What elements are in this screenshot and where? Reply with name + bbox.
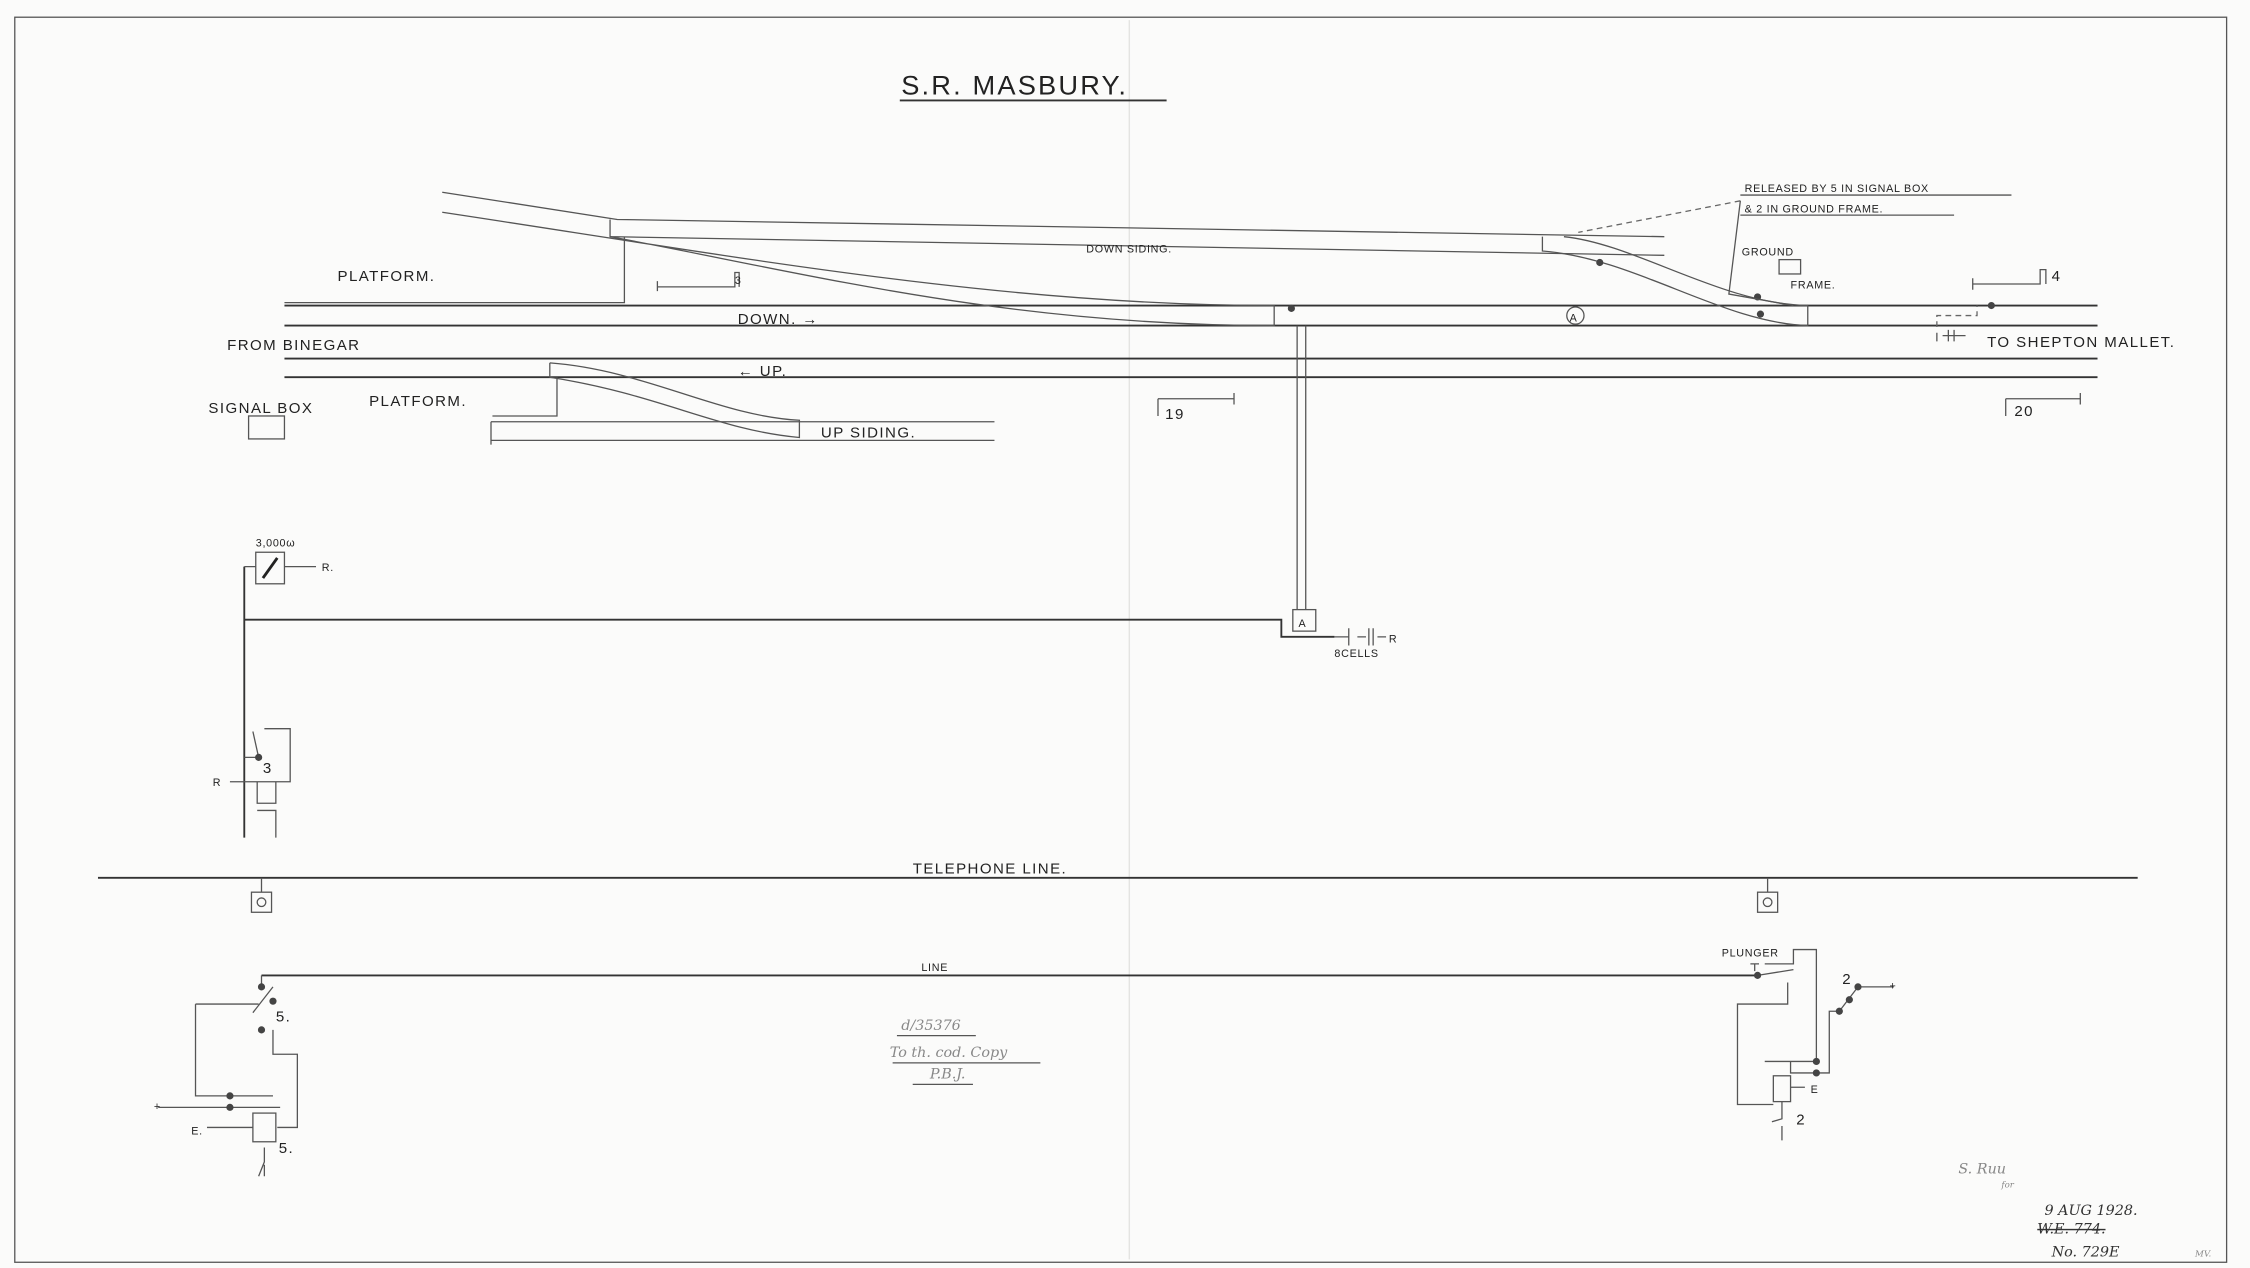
- plunger-icon: [1750, 963, 1759, 972]
- track-circuit-wiring: [229, 325, 1387, 838]
- copy-note: To th. cod. Copy: [890, 1045, 1008, 1061]
- r-label: R.: [322, 562, 334, 574]
- r-label: R: [213, 777, 221, 789]
- signal-3-icon: [656, 271, 740, 292]
- signature: S. Ruu: [1958, 1161, 2006, 1177]
- lever-5-label: 5.: [279, 1140, 294, 1157]
- release-arrow: [1578, 200, 1741, 234]
- drawing-title: S.R. MASBURY.: [901, 70, 1128, 101]
- up-siding-label: UP SIDING.: [821, 424, 916, 441]
- drawing-border: [14, 16, 2228, 1263]
- signal-4-icon: [1972, 269, 2047, 290]
- track-battery-icon: [1936, 329, 1966, 342]
- up-siding-connection: [549, 362, 801, 439]
- frame-label: FRAME.: [1791, 279, 1836, 291]
- drawing-date: 9 AUG 1928.: [2044, 1203, 2137, 1219]
- earth-label: E.: [191, 1126, 203, 1138]
- track-layout: 3 4 19 20 A: [247, 191, 2098, 445]
- track-circuit-marker: [1566, 306, 1585, 325]
- r-label: R: [1389, 634, 1397, 646]
- earth-label: E: [1811, 1084, 1819, 1096]
- down-label: DOWN. →: [738, 311, 819, 328]
- platform-top-label: PLATFORM.: [338, 268, 436, 285]
- telephone-icon: [250, 891, 273, 913]
- signal-box-icon: [247, 415, 286, 440]
- to-shepton-mallet-label: TO SHEPTON MALLET.: [1987, 334, 2175, 351]
- plus-label: +: [1890, 981, 1897, 993]
- platform-edge-top: [284, 236, 626, 304]
- down-siding-connection: [442, 211, 1275, 327]
- drafter-initials: MV.: [2194, 1250, 2211, 1260]
- up-label: ← UP.: [738, 363, 788, 380]
- release-arrow: [1728, 200, 1794, 307]
- telephone-icon: [1756, 891, 1779, 913]
- crossover: [1541, 236, 1809, 327]
- signal-19-label: 19: [1165, 406, 1185, 423]
- drawing-number: No. 729E: [2051, 1245, 2120, 1261]
- from-binegar-label: FROM BINEGAR: [227, 337, 360, 354]
- track-circuit-label: A: [1570, 312, 1578, 324]
- signal-20-icon: [2005, 393, 2081, 416]
- ground-frame-circuit: [1736, 948, 1894, 1141]
- initials-note: P.B.J.: [929, 1067, 966, 1083]
- ground-frame-box: [1778, 258, 1802, 275]
- signal-3-label: 3: [735, 275, 742, 287]
- telephone-line-label: TELEPHONE LINE.: [913, 861, 1067, 878]
- platform-bottom-label: PLATFORM.: [369, 393, 467, 410]
- old-drawing-number: W.E. 774.: [2037, 1222, 2105, 1238]
- plus-label: +: [154, 1101, 161, 1113]
- track-feed: [1936, 305, 1978, 328]
- signal-4-label: 4: [2052, 268, 2062, 285]
- relay-a-box: [1292, 608, 1317, 632]
- lever-3-label: 3: [263, 760, 273, 777]
- resistance-label: 3,000ω: [256, 538, 296, 550]
- battery-icon: [1334, 628, 1387, 646]
- signal-19-icon: [1157, 393, 1235, 416]
- signature-title: for: [2000, 1181, 2014, 1191]
- signal-box-release-circuit: [158, 975, 299, 1177]
- resistance-icon: [255, 551, 286, 585]
- down-siding-label: DOWN SIDING.: [1086, 243, 1172, 255]
- lever-3-contact: [229, 728, 291, 838]
- signal-box-label: SIGNAL BOX: [208, 400, 313, 417]
- up-siding-rail: [490, 377, 995, 445]
- lever-5-label: 5.: [276, 1008, 291, 1025]
- ground-label: GROUND: [1742, 246, 1794, 258]
- down-siding-rail: [442, 191, 1665, 238]
- lock-coil-icon: [1772, 1075, 1792, 1103]
- line-label: LINE: [921, 962, 948, 974]
- reference-number: d/35376: [901, 1018, 961, 1034]
- release-note-line2: & 2 IN GROUND FRAME.: [1745, 203, 1884, 215]
- lever-2-label: 2: [1796, 1112, 1806, 1129]
- signal-20-label: 20: [2014, 403, 2034, 420]
- lever-2-label: 2: [1842, 971, 1852, 988]
- cells-label: 8CELLS: [1334, 648, 1378, 660]
- plunger-label: PLUNGER: [1722, 948, 1779, 960]
- lock-coil-icon: [252, 1112, 277, 1143]
- release-note-line1: RELEASED BY 5 IN SIGNAL BOX: [1745, 183, 1929, 195]
- relay-label: A: [1299, 618, 1307, 630]
